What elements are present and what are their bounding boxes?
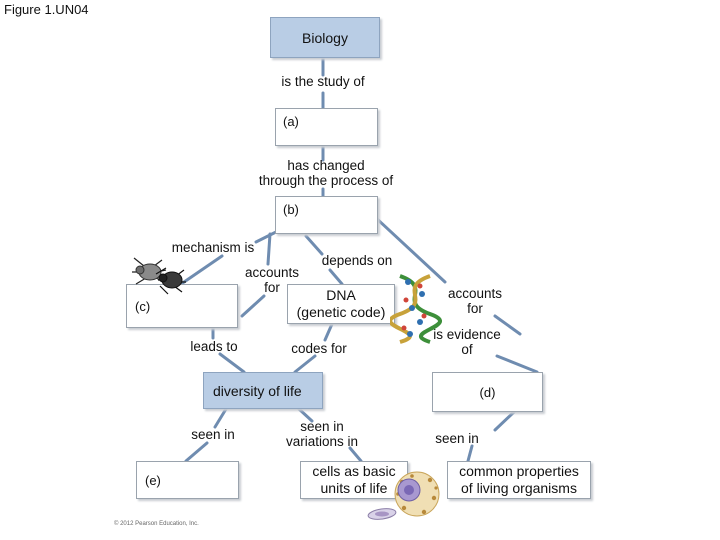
cells-label: cells as basic units of life <box>312 463 396 496</box>
answer-label-c: (c) <box>135 298 151 314</box>
dna-helix-image <box>390 274 442 344</box>
beetles-image <box>132 257 186 295</box>
link-mechanism-is: mechanism is <box>171 240 255 255</box>
dna-label: DNA (genetic code) <box>296 287 386 320</box>
common-properties-label: common properties of living organisms <box>459 463 579 496</box>
link-is-evidence-of: is evidence of <box>433 327 501 357</box>
cells-box: cells as basic units of life <box>300 461 408 499</box>
diversity-of-life-label: diversity of life <box>213 382 302 399</box>
answer-box-b: (b) <box>275 196 378 234</box>
answer-box-a: (a) <box>275 108 378 146</box>
biology-box: Biology <box>270 17 380 58</box>
link-leads-to: leads to <box>190 339 238 354</box>
answer-box-e: (e) <box>136 461 239 499</box>
link-accounts-for-right: accounts for <box>447 286 503 316</box>
answer-box-d: (d) <box>432 372 543 412</box>
diversity-of-life-box: diversity of life <box>203 372 323 409</box>
common-properties-box: common properties of living organisms <box>447 461 591 499</box>
link-has-changed: has changed through the process of <box>258 158 394 188</box>
answer-box-c: (c) <box>126 284 238 328</box>
figure-label: Figure 1.UN04 <box>4 2 89 17</box>
answer-label-d: (d) <box>479 384 496 400</box>
cell-image <box>367 471 440 520</box>
answer-label-a: (a) <box>283 114 299 129</box>
link-is-study-of: is the study of <box>281 74 365 89</box>
link-seen-in-right: seen in <box>435 431 479 446</box>
answer-label-e: (e) <box>145 472 161 488</box>
link-seen-in-left: seen in <box>191 427 235 442</box>
answer-label-b: (b) <box>283 202 299 217</box>
link-seen-in-variations: seen in variations in <box>285 419 359 449</box>
link-codes-for: codes for <box>291 341 347 356</box>
link-accounts-for-left: accounts for <box>244 265 300 295</box>
dna-box: DNA (genetic code) <box>287 284 395 324</box>
biology-label: Biology <box>302 29 348 46</box>
copyright-notice: © 2012 Pearson Education, Inc. <box>114 521 199 527</box>
link-depends-on: depends on <box>321 253 393 268</box>
